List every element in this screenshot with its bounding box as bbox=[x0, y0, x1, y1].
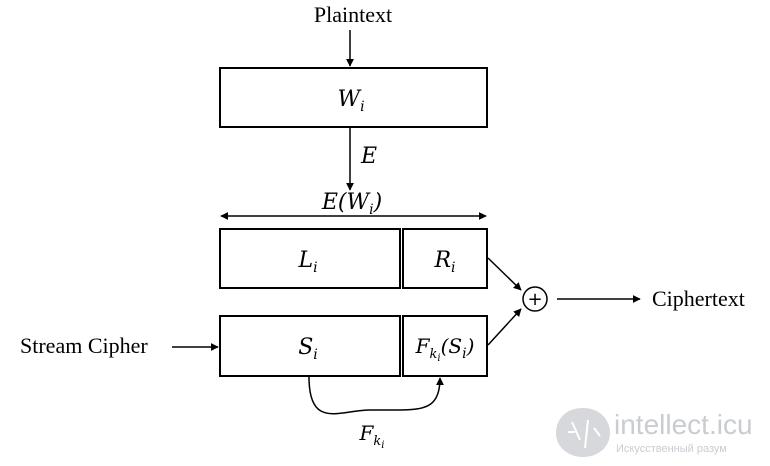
f-to-xor-arrow bbox=[487, 308, 522, 346]
e-label: E bbox=[360, 144, 377, 169]
stream-cipher-label: Stream Cipher bbox=[20, 333, 148, 358]
l-label: Li bbox=[297, 248, 317, 276]
s-box bbox=[219, 315, 401, 377]
f-box bbox=[402, 315, 488, 377]
w-label: Wi bbox=[337, 87, 364, 115]
f-label: Fki(Si) bbox=[415, 334, 475, 364]
w-box bbox=[219, 67, 488, 128]
s-label: Si bbox=[298, 335, 318, 363]
xor-operator: + bbox=[522, 286, 548, 312]
watermark: intellect.icu Искусственный разум bbox=[556, 408, 753, 457]
r-label: Ri bbox=[433, 248, 455, 276]
watermark-brain-icon bbox=[556, 408, 610, 457]
r-box bbox=[402, 228, 488, 289]
watermark-subtitle: Искусственный разум bbox=[616, 443, 727, 455]
ciphertext-label: Ciphertext bbox=[652, 286, 745, 311]
plaintext-label: Plaintext bbox=[314, 2, 392, 27]
watermark-title: intellect.icu bbox=[614, 409, 753, 440]
l-box bbox=[219, 228, 401, 289]
r-to-xor-arrow bbox=[487, 257, 522, 291]
fk-label: Fki bbox=[359, 421, 385, 451]
ew-label: E(Wi) bbox=[321, 190, 382, 218]
feedback-curve bbox=[308, 376, 444, 415]
xor-symbol: + bbox=[527, 289, 542, 310]
